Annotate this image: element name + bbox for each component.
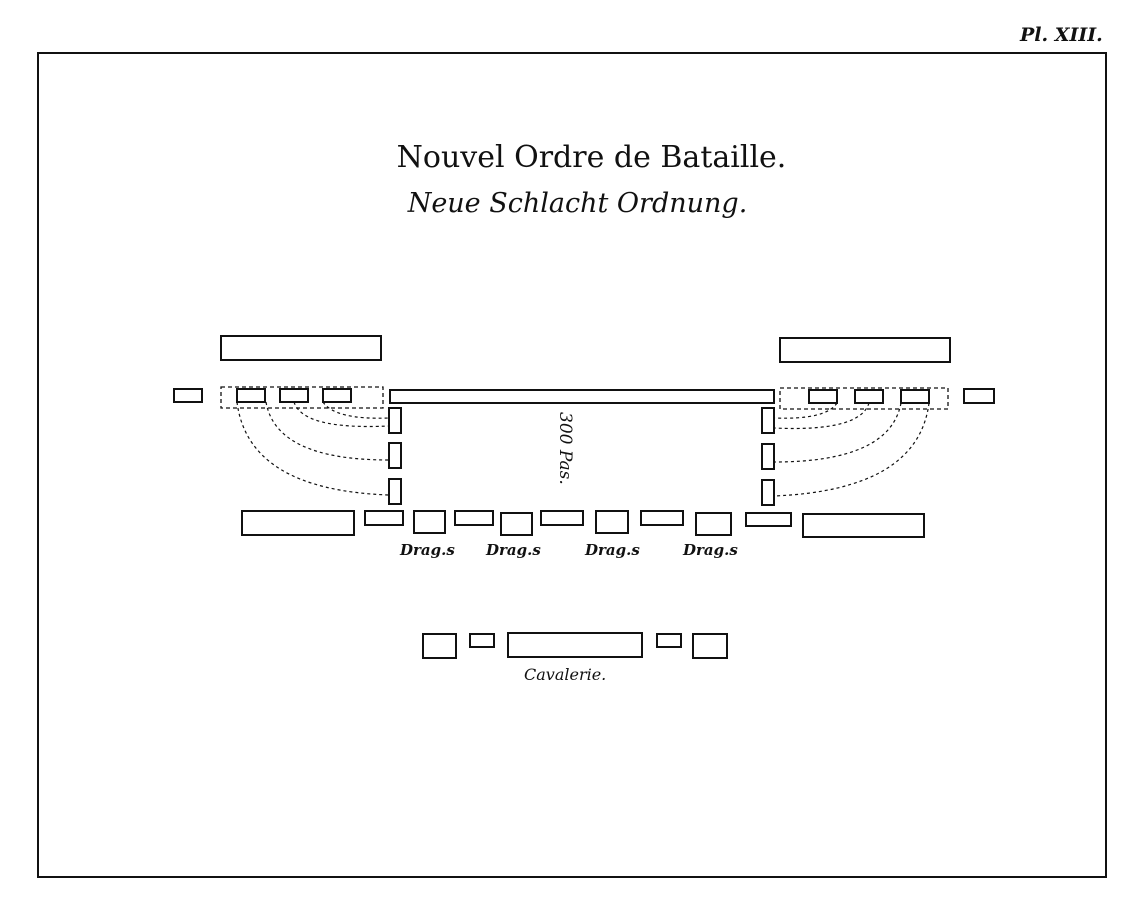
plate-number-label: Pl. XIII. bbox=[1020, 24, 1103, 46]
right-column-unit bbox=[761, 407, 775, 434]
right-outpost bbox=[963, 388, 995, 404]
left-rear-unit bbox=[220, 335, 382, 361]
cavalry-unit bbox=[422, 633, 457, 659]
left-line-unit bbox=[236, 388, 266, 403]
left-line-unit bbox=[322, 388, 352, 403]
dragoon-unit bbox=[595, 510, 629, 534]
right-second-line-unit bbox=[802, 513, 925, 538]
dragoon-label: Drag.s bbox=[584, 541, 640, 559]
small-unit bbox=[364, 510, 404, 526]
central-line bbox=[389, 389, 775, 404]
title-german: Neue Schlacht Ordnung. bbox=[407, 188, 748, 219]
dragoon-unit bbox=[413, 510, 446, 534]
small-unit bbox=[540, 510, 584, 526]
dragoon-label: Drag.s bbox=[399, 541, 455, 559]
distance-label: 300 Pas. bbox=[555, 412, 575, 485]
cavalry-small-unit bbox=[469, 633, 495, 648]
cavalry-label: Cavalerie. bbox=[524, 665, 606, 684]
left-column-unit bbox=[388, 478, 402, 505]
small-unit bbox=[745, 512, 792, 527]
plate-frame bbox=[37, 52, 1107, 878]
dragoon-label: Drag.s bbox=[682, 541, 738, 559]
left-wheel-arcs bbox=[236, 401, 390, 496]
small-unit bbox=[454, 510, 494, 526]
right-line-unit bbox=[808, 389, 838, 404]
right-line-unit bbox=[854, 389, 884, 404]
left-column-unit bbox=[388, 407, 402, 434]
right-column-unit bbox=[761, 443, 775, 470]
small-unit bbox=[640, 510, 684, 526]
right-column-unit bbox=[761, 479, 775, 506]
right-rear-unit bbox=[779, 337, 951, 363]
right-wheel-arcs bbox=[773, 402, 930, 497]
left-wing-outline bbox=[220, 386, 384, 409]
left-outpost bbox=[173, 388, 203, 403]
cavalry-main-unit bbox=[507, 632, 643, 658]
dragoon-unit bbox=[695, 512, 732, 536]
right-line-unit bbox=[900, 389, 930, 404]
left-column-unit bbox=[388, 442, 402, 469]
dragoon-label: Drag.s bbox=[485, 541, 541, 559]
cavalry-unit bbox=[692, 633, 728, 659]
left-line-unit bbox=[279, 388, 309, 403]
cavalry-small-unit bbox=[656, 633, 682, 648]
dragoon-unit bbox=[500, 512, 533, 536]
left-second-line-unit bbox=[241, 510, 355, 536]
right-wing-outline bbox=[779, 387, 949, 410]
title-french: Nouvel Ordre de Bataille. bbox=[396, 140, 787, 175]
